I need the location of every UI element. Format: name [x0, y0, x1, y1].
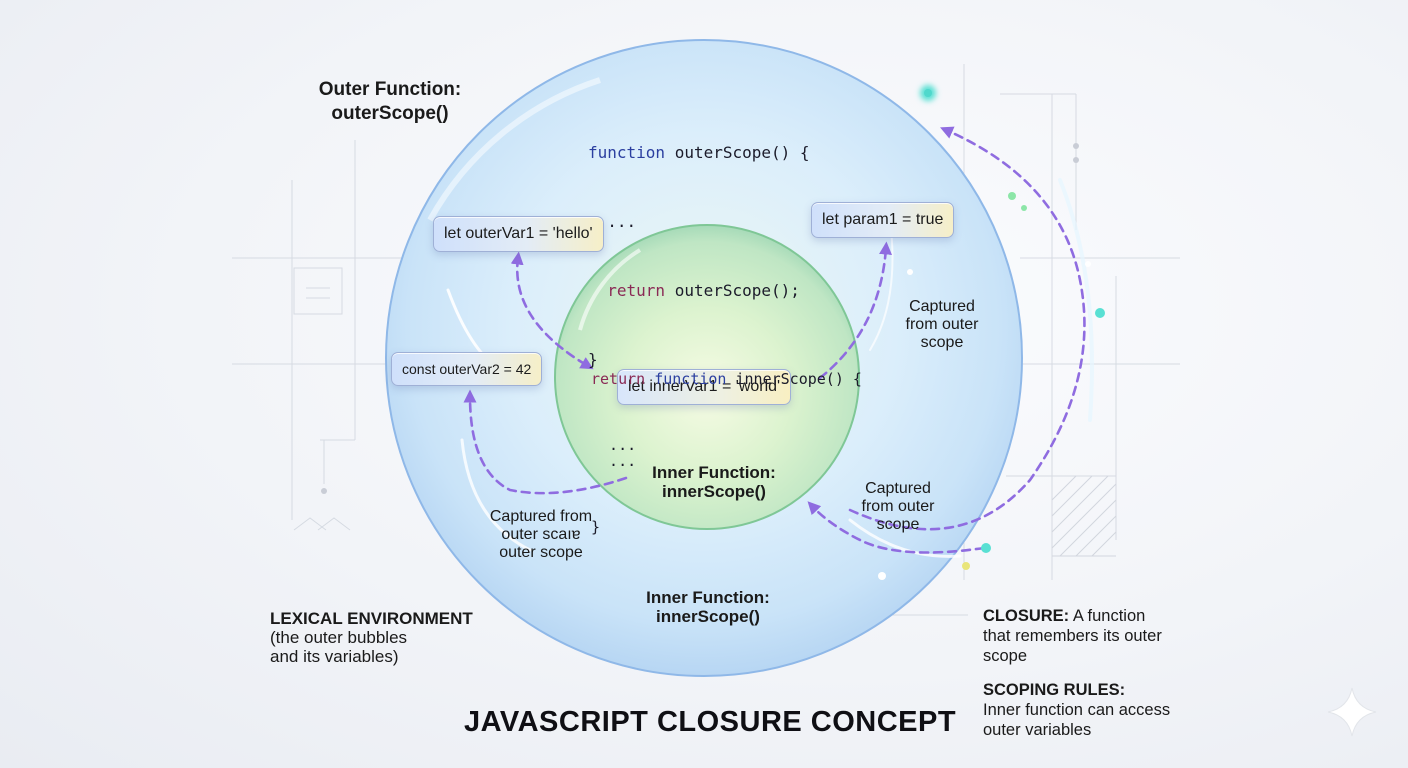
code-text: ... — [588, 212, 637, 231]
closure-note: CLOSURE: A function that remembers its o… — [983, 606, 1223, 666]
code-text: outerScope(); — [665, 281, 800, 300]
captured-line: Captured — [865, 480, 931, 497]
closure-text: that remembers its outer — [983, 627, 1162, 645]
captured-line: from outer — [905, 316, 979, 333]
arrow-outervar2 — [463, 389, 628, 495]
sparkle-icon — [1327, 687, 1377, 737]
param1-box: let param1 = true — [811, 202, 955, 238]
code-text: outerScope() { — [665, 143, 810, 162]
code-text: } — [591, 518, 601, 536]
glow-swooshes — [446, 178, 1094, 558]
outer-function-code: function outerScope() { ... return outer… — [588, 95, 810, 417]
captured-line: outer scope — [499, 544, 583, 561]
closure-heading: CLOSURE: — [983, 607, 1070, 625]
inner-function-label-below: Inner Function: innerScope() — [608, 588, 808, 626]
background-hatch — [1051, 475, 1117, 557]
outer-function-label: Outer Function: outerScope() — [290, 78, 490, 126]
captured-line: outer scaıɐ — [501, 526, 581, 543]
inner-var1-box: let innerVar1 = 'world' — [617, 369, 792, 405]
outer-function-heading: Outer Function: — [318, 79, 462, 100]
scoping-rules-heading: SCOPING RULES: — [983, 681, 1126, 699]
outer-var1-box: let outerVar1 = 'hello' — [433, 216, 604, 252]
capture-arrows — [463, 126, 1086, 554]
code-keyword: return — [591, 370, 646, 388]
lexical-environment-line: and its variables) — [270, 647, 399, 666]
closure-text: scope — [983, 647, 1028, 665]
captured-label-bottom-right: Captured from outer scope — [830, 480, 966, 534]
arrow-outervar1 — [510, 251, 594, 370]
lexical-environment-heading: LEXICAL ENVIRONMENT — [270, 609, 473, 628]
arrow-param1 — [818, 241, 893, 380]
captured-line: from outer — [861, 498, 935, 515]
arrow-big-loop — [848, 126, 1086, 531]
inner-function-code: return function innerScope() { ... — [591, 324, 862, 500]
captured-line: Captured from — [489, 508, 593, 525]
code-keyword: return — [588, 281, 666, 300]
inner-function-code-tail: ... } — [591, 406, 636, 582]
glow-dots — [878, 85, 1105, 580]
outer-function-name: outerScope() — [331, 103, 449, 124]
code-keyword: function — [588, 143, 666, 162]
code-text: ... — [591, 452, 637, 470]
captured-line: scope — [876, 516, 920, 533]
code-keyword: function — [654, 370, 727, 388]
inner-function-below-heading: Inner Function: — [646, 588, 770, 607]
inner-function-label: Inner Function: innerScope() — [614, 463, 814, 501]
inner-function-name: innerScope() — [662, 482, 766, 501]
scoping-rules-line: outer variables — [983, 721, 1092, 739]
arrow-inner-bottom — [807, 501, 986, 554]
scoping-rules-line: Inner function can access — [983, 701, 1171, 719]
captured-label-bottom-left: Captured from outer scaıɐ outer scope — [468, 508, 614, 562]
code-text: ... — [591, 436, 637, 454]
inner-function-heading: Inner Function: — [652, 463, 776, 482]
lexical-environment-note: LEXICAL ENVIRONMENT (the outer bubbles a… — [270, 609, 510, 666]
lexical-environment-line: (the outer bubbles — [270, 628, 408, 647]
page-title: JAVASCRIPT CLOSURE CONCEPT — [464, 706, 957, 738]
captured-line: scope — [920, 334, 964, 351]
scoping-rules-note: SCOPING RULES: Inner function can access… — [983, 680, 1223, 740]
inner-function-below-name: innerScope() — [656, 607, 760, 626]
captured-label-top-right: Captured from outer scope — [872, 298, 1012, 352]
code-text: } — [588, 350, 598, 369]
code-text: innerScope() { — [726, 370, 862, 388]
captured-line: Captured — [909, 298, 975, 315]
closure-text: A function — [1069, 607, 1146, 625]
outer-var2-box: const outerVar2 = 42 — [391, 352, 543, 386]
